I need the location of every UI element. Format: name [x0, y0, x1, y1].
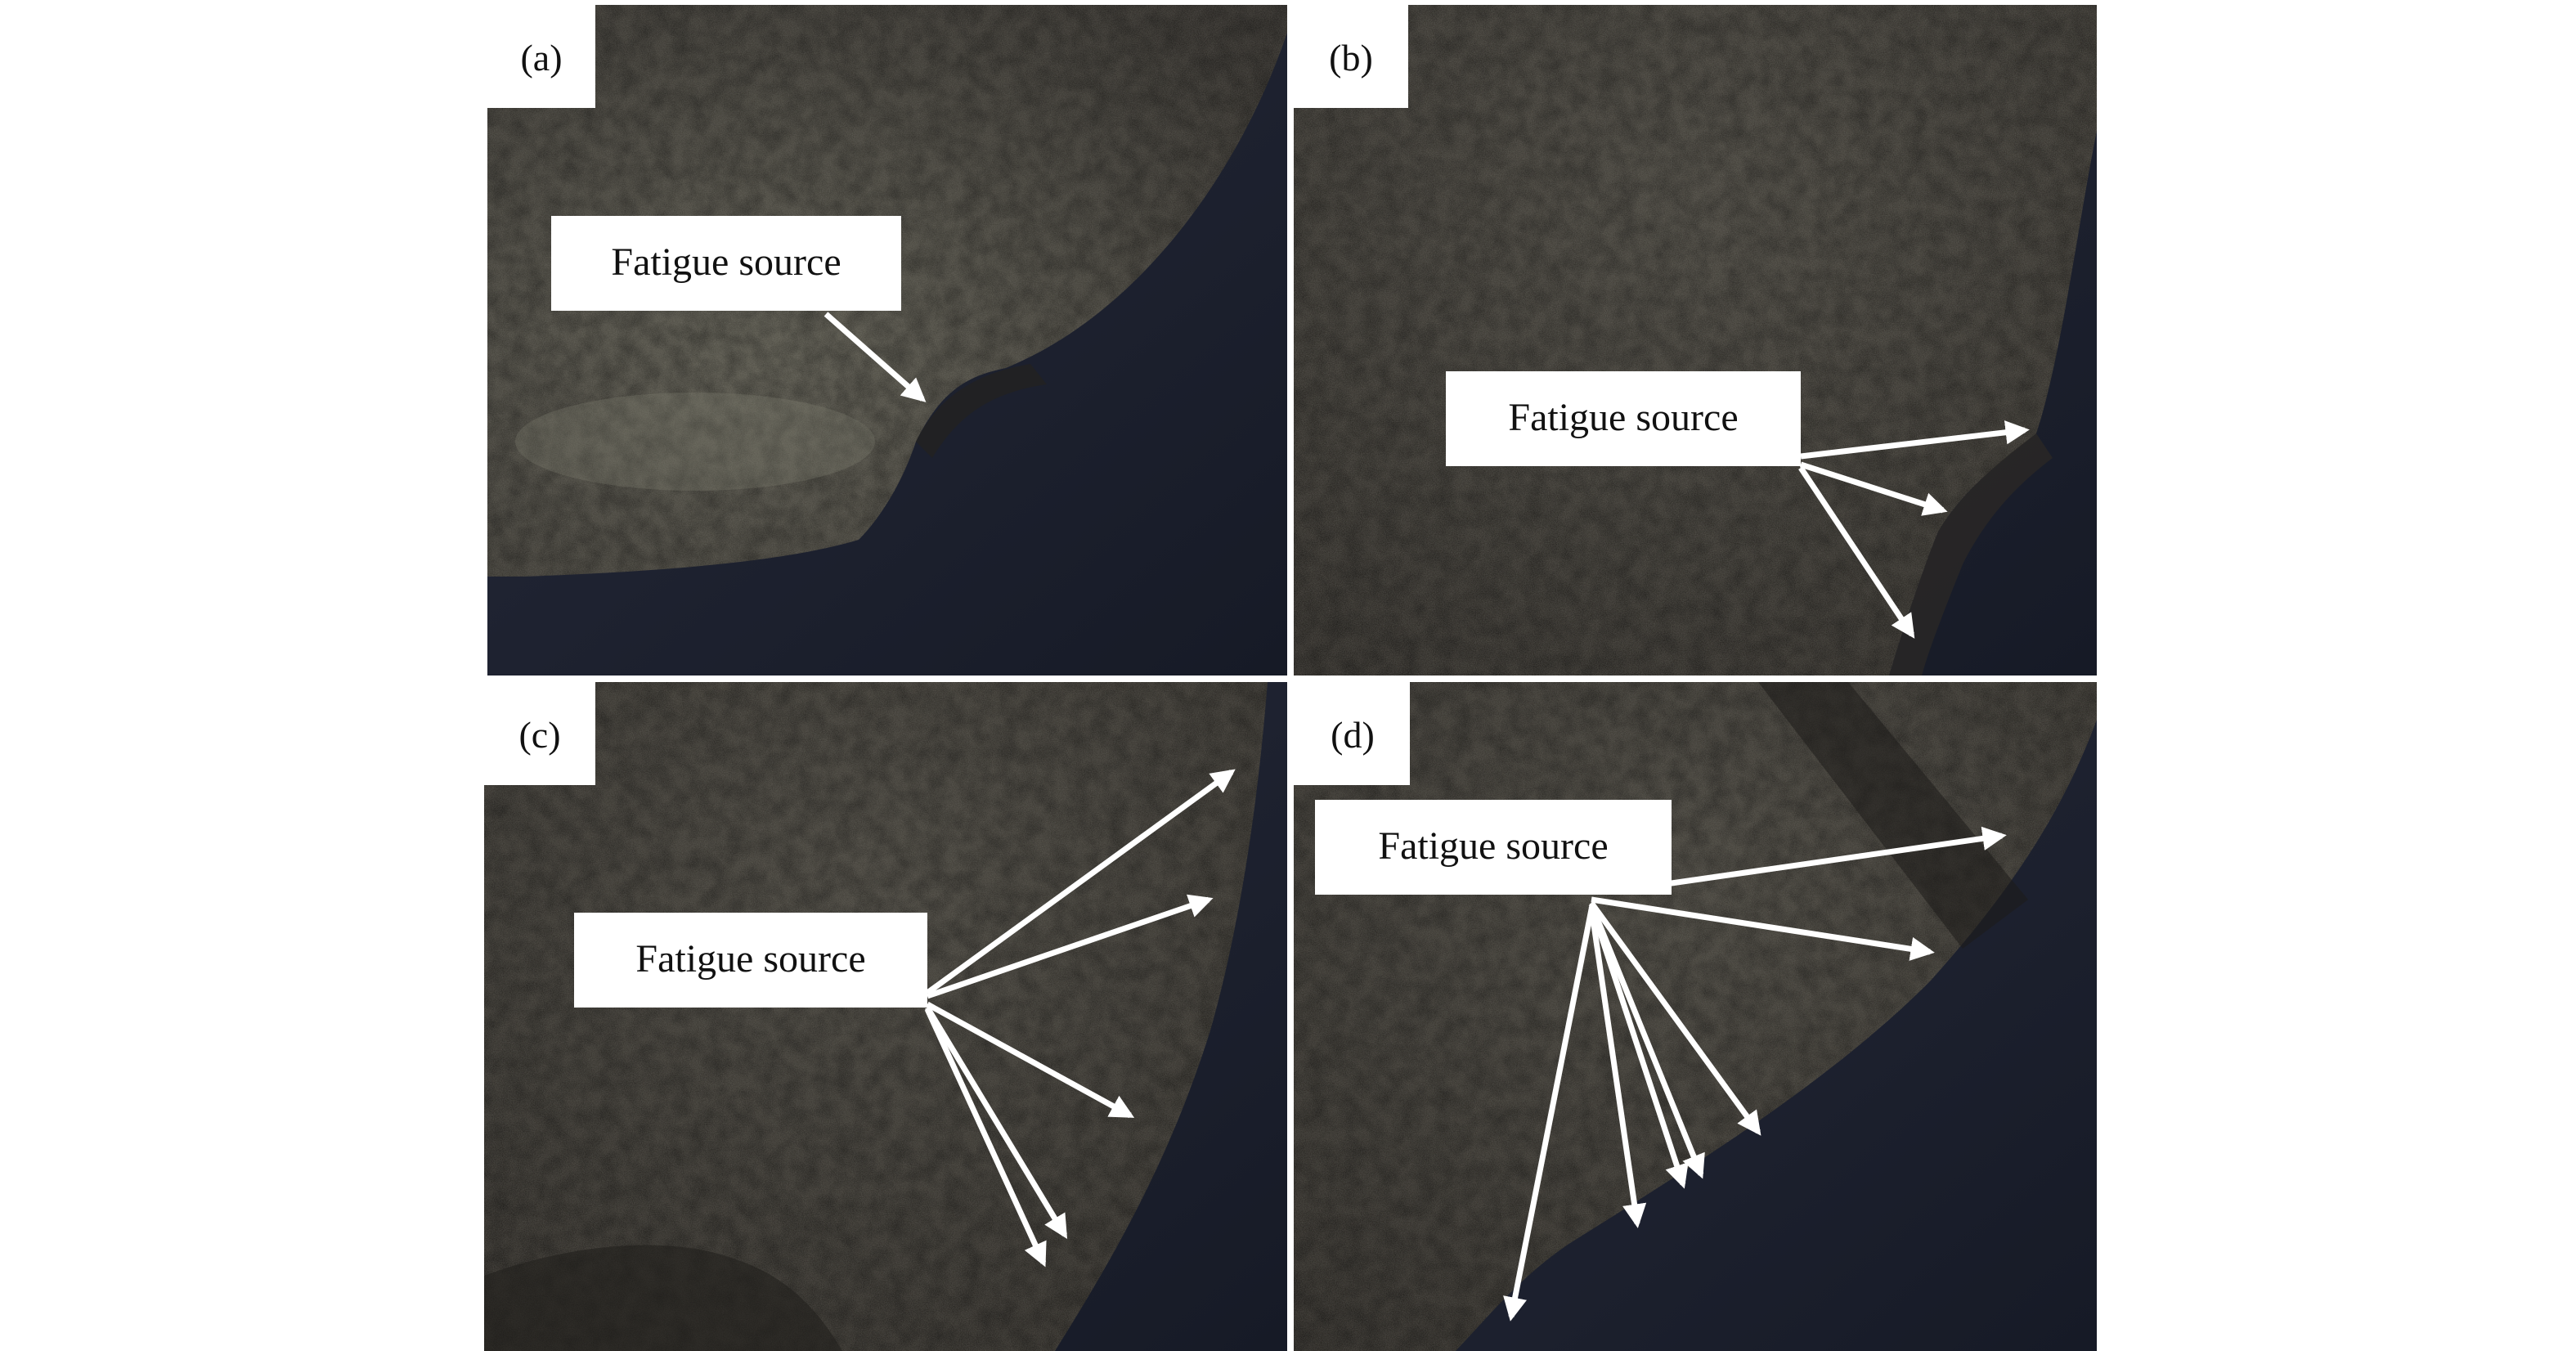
panel-label-box [484, 682, 595, 785]
arrow [926, 894, 1214, 999]
arrow [926, 1001, 1135, 1119]
panel-d: (d) Fatigue source [1294, 682, 2097, 1351]
arrow [1798, 466, 1915, 639]
panel-label: (b) [1329, 37, 1373, 79]
callout-label: Fatigue source [1378, 824, 1608, 868]
callout-label: Fatigue source [611, 240, 841, 284]
arrow [1800, 420, 2030, 460]
callout-box [1315, 800, 1672, 895]
arrow [1659, 826, 2007, 888]
arrow-group [924, 769, 1236, 1268]
callout-label: Fatigue source [1508, 396, 1738, 439]
panel-label: (a) [520, 37, 562, 79]
arrow [1503, 909, 1595, 1322]
panel-a: (a) Fatigue source [487, 5, 1287, 676]
panel-label: (d) [1331, 714, 1375, 756]
arrow [1588, 904, 1689, 1189]
arrow-group [1798, 420, 2030, 639]
arrow [1799, 461, 1948, 516]
arrow [925, 769, 1236, 995]
arrow-group [1503, 826, 2007, 1322]
panel-dividers [481, 0, 2100, 1351]
panel-label-box [487, 5, 595, 108]
panel-label-box [1294, 5, 1408, 108]
arrow [1588, 907, 1647, 1228]
panel-label: (c) [518, 714, 560, 756]
arrow [924, 1008, 1047, 1268]
panel-b: (b) Fatigue source [1294, 5, 2097, 676]
arrow [925, 1006, 1068, 1240]
callout-box [551, 216, 901, 311]
arrow [1588, 903, 1705, 1179]
arrow [824, 312, 927, 402]
arrow [1589, 900, 1761, 1136]
callout-box [574, 913, 927, 1008]
panel-c: (c) Fatigue source [484, 682, 1287, 1351]
arrow [1591, 896, 1935, 961]
panel-label-box [1294, 682, 1410, 785]
callout-box [1446, 371, 1801, 466]
callout-label: Fatigue source [635, 937, 865, 981]
